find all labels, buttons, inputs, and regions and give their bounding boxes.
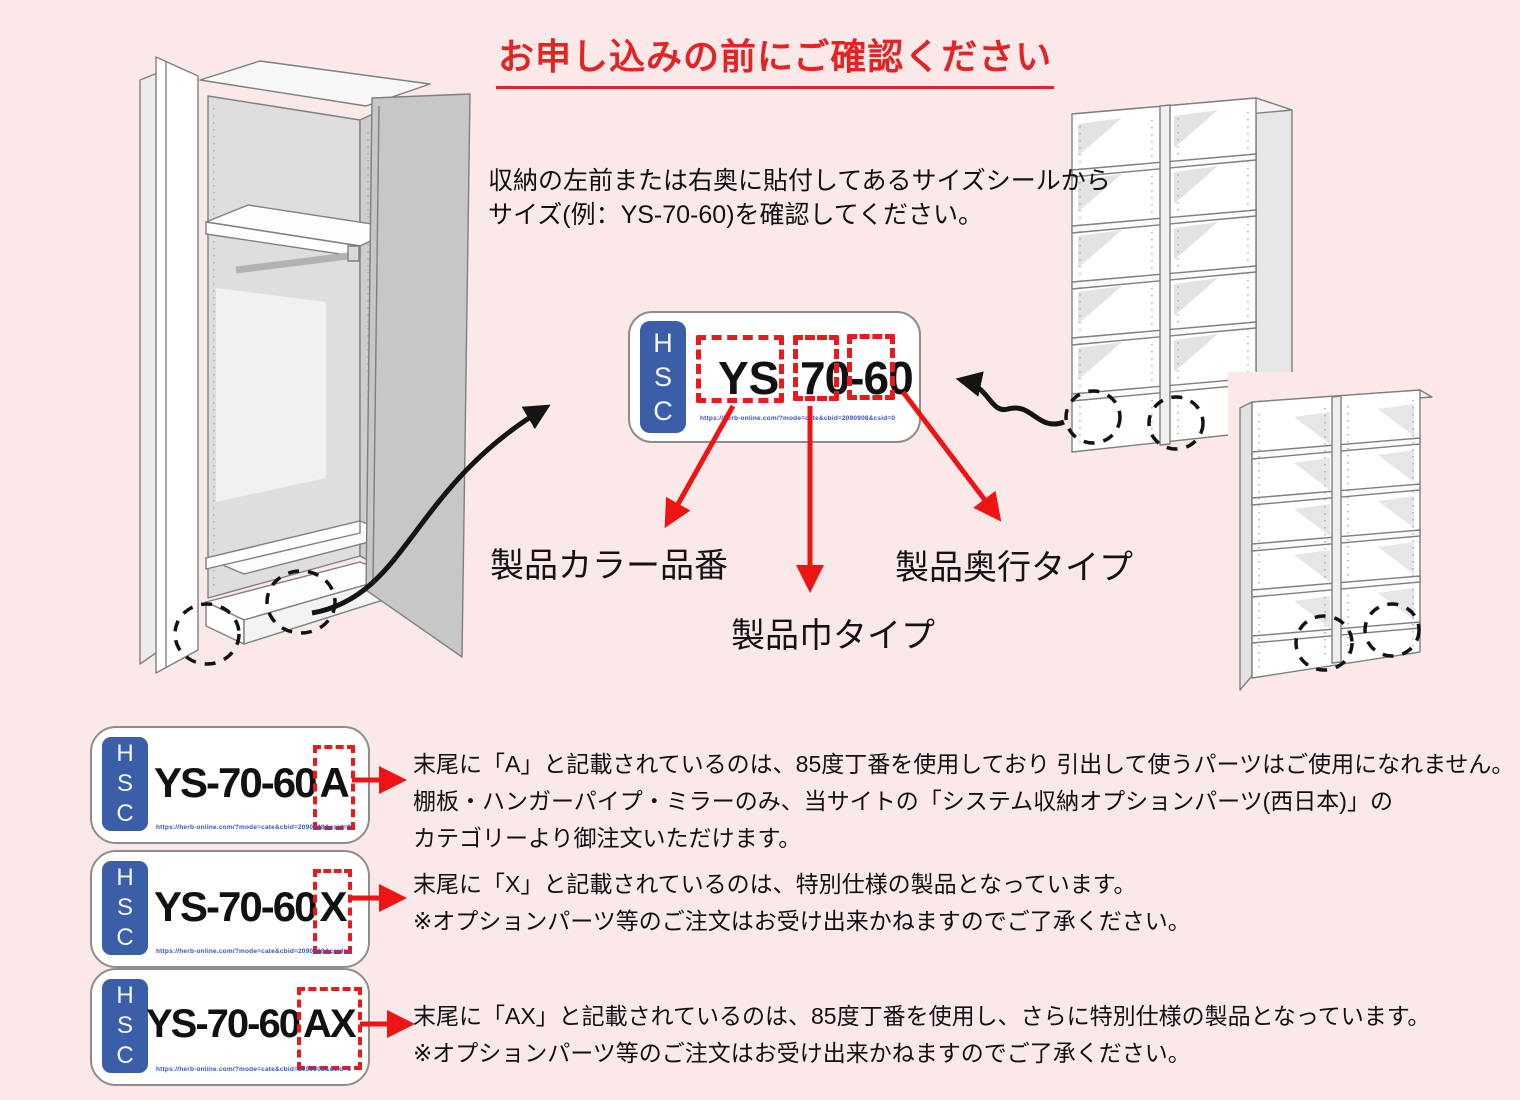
instruction-line-1: 収納の左前または右奥に貼付してあるサイズシールから (488, 167, 1111, 195)
sticker-code: YS-70-60X (154, 869, 353, 954)
sticker-url: https://herb-online.com/?mode=cate&cbid=… (156, 948, 352, 955)
size-sticker-example: H S C YS 70-60 https://herb-online.com/?… (628, 311, 921, 443)
sticker-location-circle (1064, 389, 1122, 445)
wardrobe-illustration (139, 56, 471, 674)
shelf-unit-bottom-right (1228, 372, 1520, 704)
wardrobe-right-door (365, 93, 471, 658)
suffix-highlight-box: X (313, 869, 353, 954)
annotation-depth-type: 製品奥行タイプ (895, 549, 1133, 587)
instruction-line-2: サイズ(例：YS-70-60)を確認してください。 (488, 201, 984, 229)
color-code-text: YS (718, 352, 780, 404)
size-sticker-suffix-a: H S C YS-70-60A https://herb-online.com/… (90, 726, 370, 844)
sticker-url: https://herb-online.com/?mode=cate&cbid=… (156, 1066, 352, 1073)
suffix-x-note: 末尾に「X」と記載されているのは、特別仕様の製品となっています。 ※オプションパ… (413, 871, 1191, 934)
color-code-highlight-box (696, 335, 784, 403)
sticker-location-circle (173, 602, 241, 666)
sticker-location-circle (1147, 395, 1205, 451)
wardrobe-left-door (155, 56, 199, 674)
size-sticker-suffix-x: H S C YS-70-60X https://herb-online.com/… (90, 850, 370, 968)
sticker-url: https://herb-online.com/?mode=cate&cbid=… (156, 824, 352, 831)
suffix-highlight-box: A (313, 745, 355, 830)
suffix-ax-note: 末尾に「AX」と記載されているのは、85度丁番を使用し、さらに特別仕様の製品とな… (413, 1003, 1431, 1066)
hsc-logo: H S C (102, 737, 148, 831)
page-title: お申し込みの前にご確認ください (496, 28, 1055, 89)
suffix-highlight-box: AX (296, 987, 362, 1070)
sticker-url: https://herb-online.com/?mode=cate&cbid=… (700, 415, 896, 422)
width-code-highlight-box (793, 335, 839, 401)
hsc-logo: H S C (640, 321, 686, 433)
size-code-text: 70-60 (800, 352, 914, 404)
suffix-a-note: 末尾に「A」と記載されているのは、85度丁番を使用しており 引出して使うパーツは… (413, 751, 1515, 851)
sticker-code: YS-70-60A (154, 745, 355, 830)
instruction-text: 収納の左前または右奥に貼付してあるサイズシールから サイズ(例：YS-70-60… (488, 164, 1111, 232)
hsc-logo: H S C (102, 861, 148, 955)
depth-code-highlight-box (847, 334, 895, 400)
hanger-rod (235, 251, 357, 274)
annotation-color-code: 製品カラー品番 (490, 547, 728, 585)
annotation-width-type: 製品巾タイプ (731, 617, 935, 655)
shelf-unit-top-right (1064, 97, 1293, 453)
hsc-logo: H S C (102, 979, 148, 1073)
sticker-location-circle (1363, 602, 1421, 658)
sticker-location-circle (1294, 614, 1354, 672)
